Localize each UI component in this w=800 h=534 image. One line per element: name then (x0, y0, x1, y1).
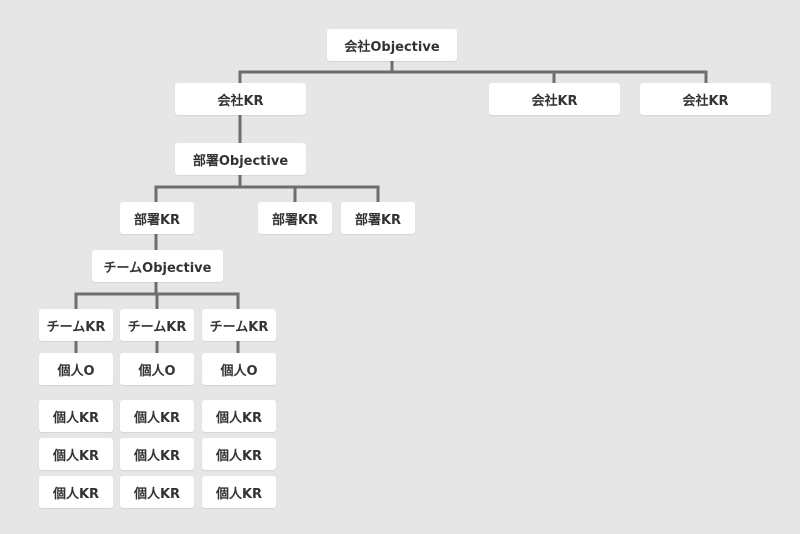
individual-kr-node: 個人KR (202, 400, 276, 432)
department-kr-node: 部署KR (120, 202, 194, 234)
company-kr-node: 会社KR (489, 83, 620, 115)
individual-objective-node: 個人O (202, 353, 276, 385)
individual-kr-node: 個人KR (120, 476, 194, 508)
individual-kr-node: 個人KR (202, 476, 276, 508)
individual-kr-node: 個人KR (39, 438, 113, 470)
department-kr-node: 部署KR (341, 202, 415, 234)
team-kr-node: チームKR (39, 309, 113, 341)
individual-objective-node: 個人O (39, 353, 113, 385)
company-kr-node: 会社KR (175, 83, 306, 115)
team-objective-node: チームObjective (92, 250, 223, 282)
individual-kr-node: 個人KR (202, 438, 276, 470)
team-kr-node: チームKR (202, 309, 276, 341)
company-objective-node: 会社Objective (327, 29, 457, 61)
department-objective-node: 部署Objective (175, 143, 306, 175)
individual-objective-node: 個人O (120, 353, 194, 385)
team-kr-node: チームKR (120, 309, 194, 341)
individual-kr-node: 個人KR (120, 438, 194, 470)
company-kr-node: 会社KR (640, 83, 771, 115)
individual-kr-node: 個人KR (39, 400, 113, 432)
department-kr-node: 部署KR (258, 202, 332, 234)
individual-kr-node: 個人KR (39, 476, 113, 508)
individual-kr-node: 個人KR (120, 400, 194, 432)
